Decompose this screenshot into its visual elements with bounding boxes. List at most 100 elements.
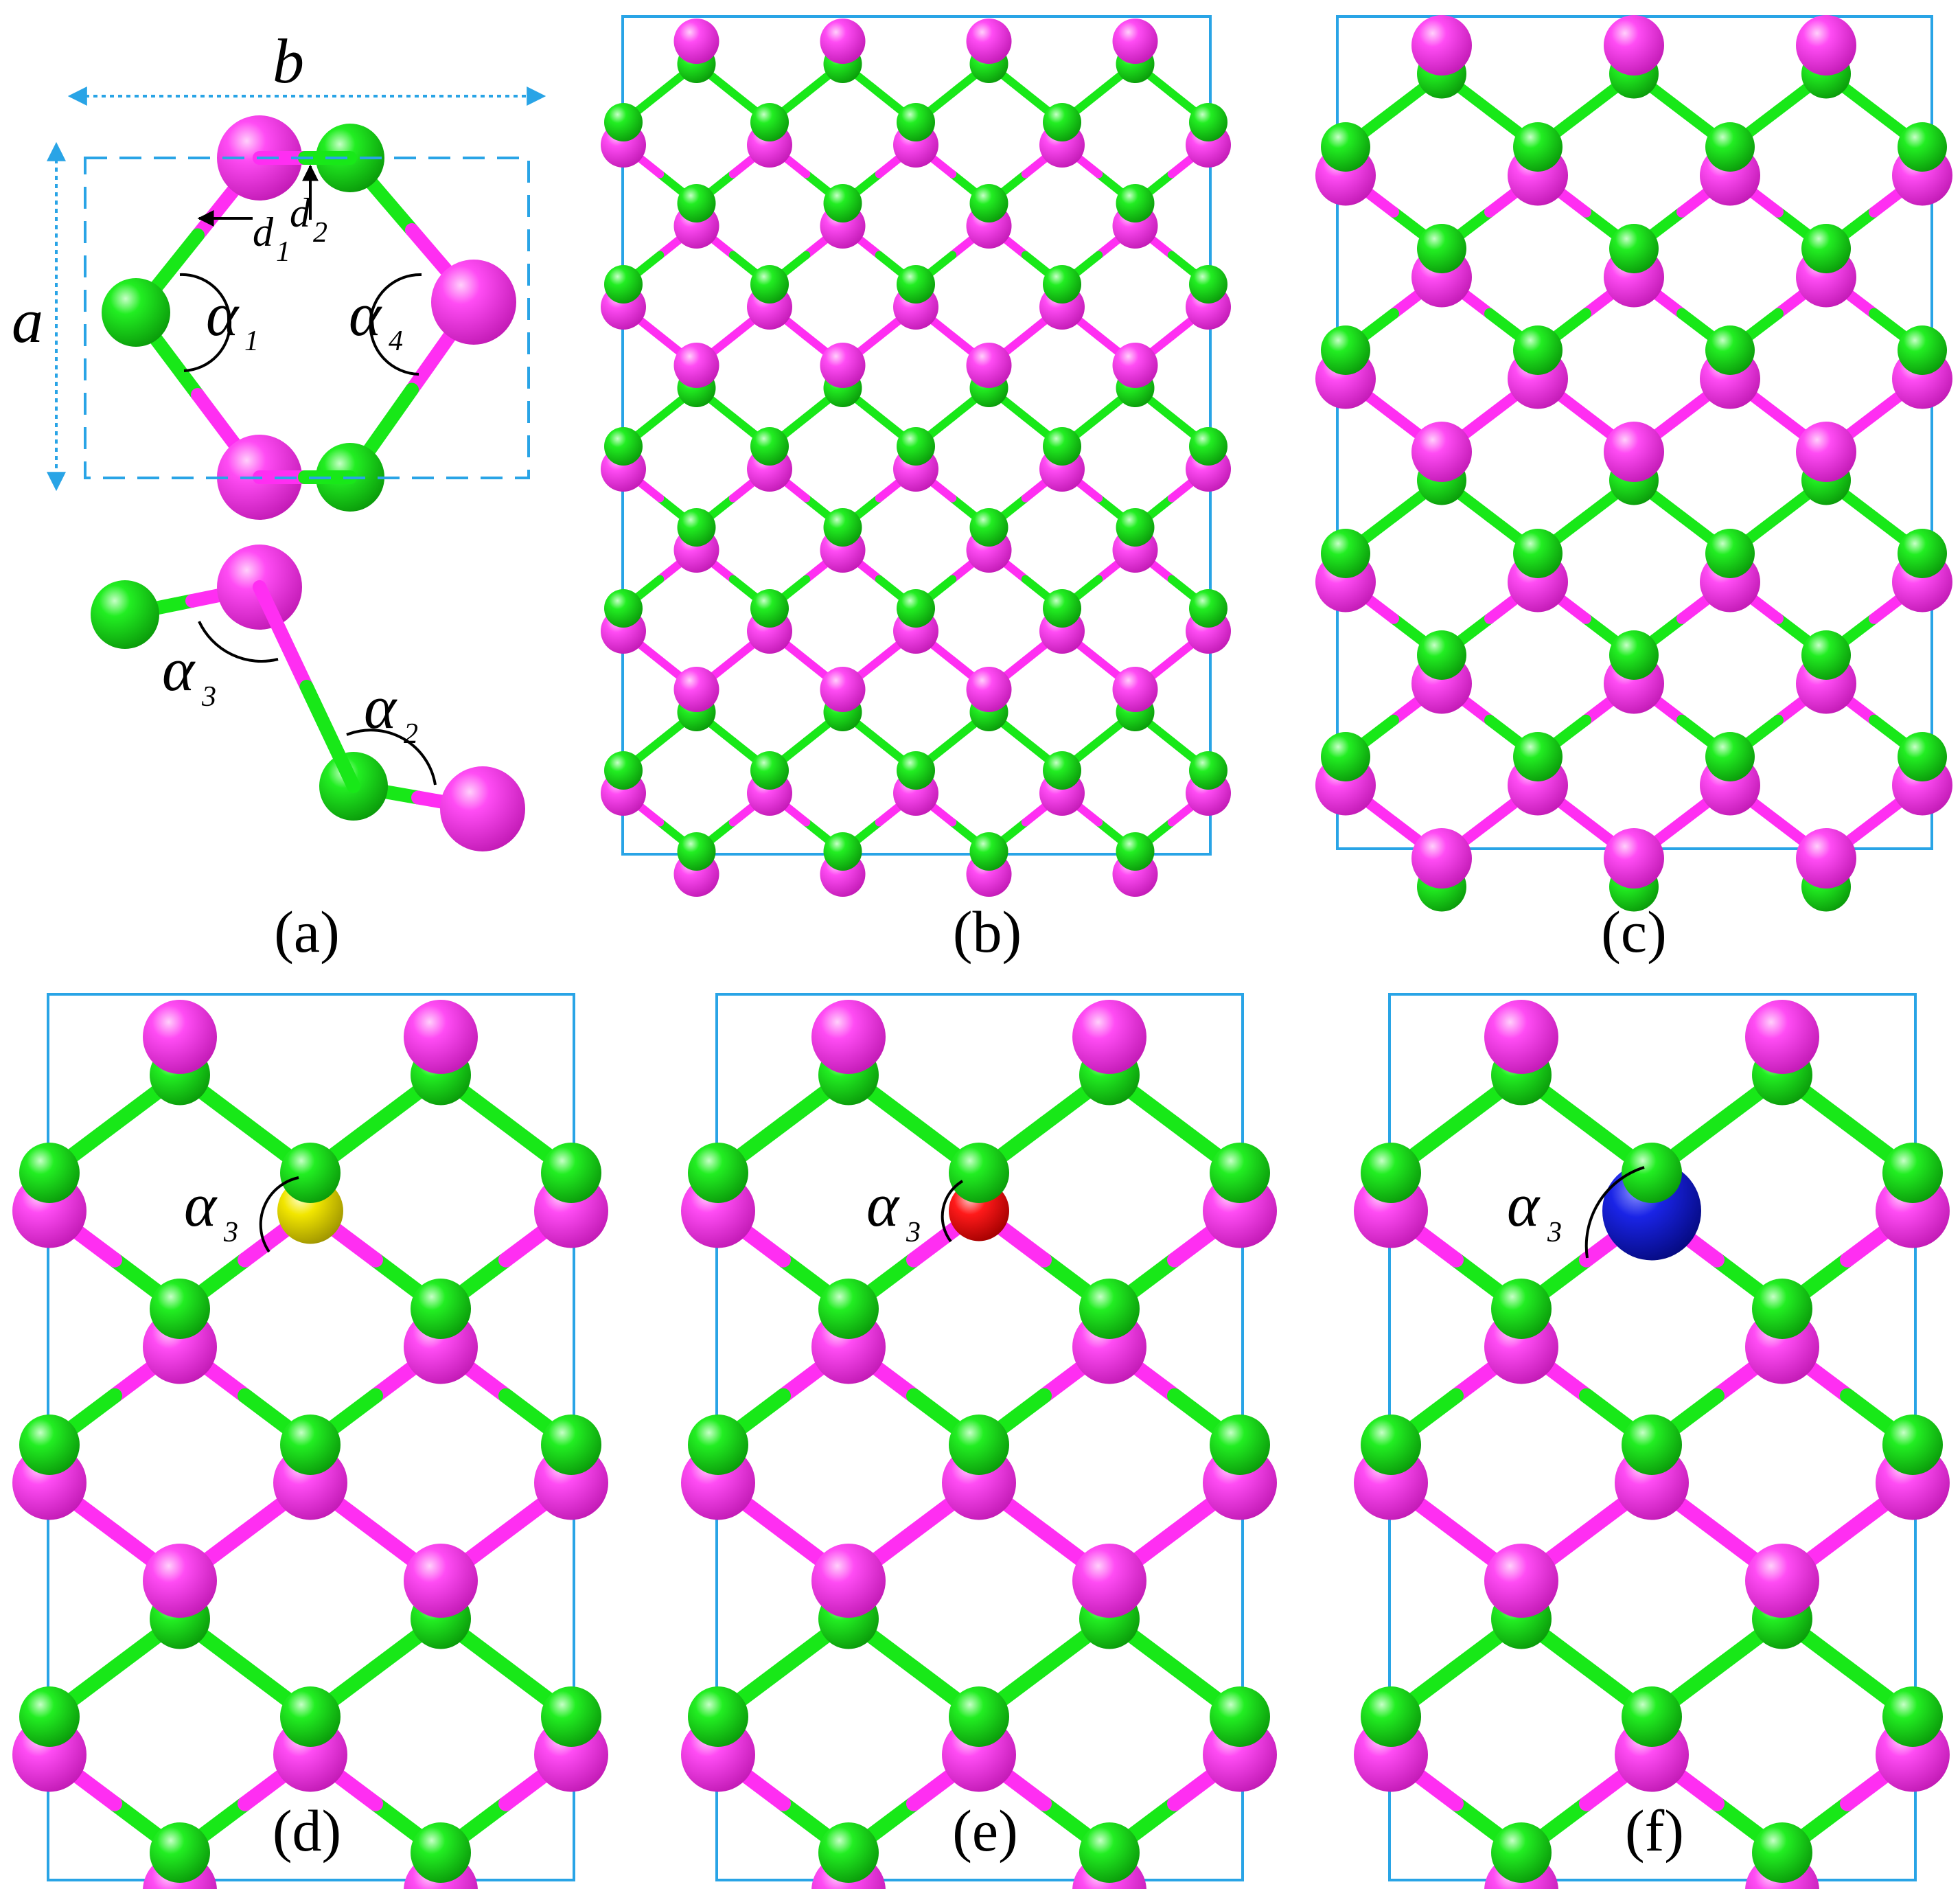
green-atom xyxy=(1210,1686,1270,1747)
magenta-atom xyxy=(143,1544,217,1618)
panel-label-b: (b) xyxy=(953,899,1022,965)
green-atom xyxy=(1043,103,1081,141)
alpha2-subscript: 2 xyxy=(404,718,418,750)
alpha3-label-d: α xyxy=(184,1171,218,1239)
green-atom xyxy=(1609,224,1659,273)
alpha3-subscript-e: 3 xyxy=(906,1217,921,1248)
green-atom xyxy=(949,1686,1009,1747)
annotations-def: α 3 α 3 α 3 xyxy=(184,1166,1645,1259)
green-atom xyxy=(1361,1143,1421,1203)
magenta-atom xyxy=(820,667,866,712)
annotations-a: b a d 1 d 2 α 1 α 4 α 3 α 2 xyxy=(12,26,546,786)
magenta-atom xyxy=(820,343,866,388)
green-atom xyxy=(19,1415,80,1475)
green-atom xyxy=(1210,1143,1270,1203)
green-atom xyxy=(823,184,862,222)
green-atom xyxy=(823,508,862,547)
green-atom xyxy=(1513,122,1563,172)
magenta-atom xyxy=(1796,15,1856,76)
alpha3-arc-a xyxy=(198,621,279,663)
panel-label-f: (f) xyxy=(1625,1798,1684,1864)
green-atom xyxy=(897,103,935,141)
magenta-atom xyxy=(1796,422,1856,482)
green-atom xyxy=(604,589,643,628)
green-atom xyxy=(677,184,716,222)
green-atom xyxy=(1189,265,1227,304)
magenta-atom xyxy=(1796,828,1856,889)
green-atom xyxy=(541,1415,601,1475)
unit-cell-box xyxy=(84,157,530,479)
green-atom xyxy=(604,103,643,141)
green-atom xyxy=(750,265,789,304)
green-atom xyxy=(688,1686,748,1747)
green-atom xyxy=(280,1686,341,1747)
panel-label-a: (a) xyxy=(274,899,339,965)
green-atom xyxy=(1321,325,1370,375)
green-atom xyxy=(750,589,789,628)
green-atom xyxy=(1079,1822,1140,1883)
green-atom xyxy=(1705,325,1755,375)
green-atom xyxy=(1116,832,1155,871)
panel-d-supercell xyxy=(12,993,608,1889)
alpha3-arc-f xyxy=(1584,1166,1645,1259)
green-atom xyxy=(949,1143,1009,1203)
green-atom xyxy=(1079,1279,1140,1339)
a-label: a xyxy=(12,286,43,356)
green-atom xyxy=(677,508,716,547)
magenta-atom xyxy=(1112,19,1158,64)
b-label: b xyxy=(273,26,304,96)
green-atom xyxy=(1189,103,1227,141)
green-atom xyxy=(1705,732,1755,781)
green-atom xyxy=(1361,1415,1421,1475)
green-atom xyxy=(1513,325,1563,375)
magenta-atom xyxy=(431,260,516,345)
green-atom xyxy=(1321,122,1370,172)
magenta-atom xyxy=(1604,15,1664,76)
green-atom xyxy=(280,1415,341,1475)
green-atom xyxy=(1491,1822,1552,1883)
green-atom xyxy=(1898,325,1947,375)
green-atom xyxy=(1189,427,1227,466)
magenta-atom xyxy=(673,667,719,712)
green-atom xyxy=(1321,529,1370,578)
green-atom xyxy=(541,1143,601,1203)
alpha3-subscript-f: 3 xyxy=(1547,1217,1562,1248)
green-atom xyxy=(1898,529,1947,578)
green-atom xyxy=(411,1822,471,1883)
green-atom xyxy=(818,1822,879,1883)
magenta-atom xyxy=(1411,15,1472,76)
green-atom xyxy=(1882,1415,1943,1475)
green-atom xyxy=(1882,1143,1943,1203)
magenta-atom xyxy=(440,766,525,851)
green-atom xyxy=(1321,732,1370,781)
d2-label: d xyxy=(290,190,311,236)
green-atom xyxy=(150,1822,210,1883)
magenta-atom xyxy=(1411,828,1472,889)
green-atom xyxy=(280,1143,341,1203)
panel-f-supercell xyxy=(1354,993,1950,1889)
green-atom xyxy=(1801,630,1851,680)
magenta-atom xyxy=(1604,422,1664,482)
alpha3-arc-e xyxy=(941,1180,964,1243)
magenta-atom xyxy=(966,343,1012,388)
green-atom xyxy=(1752,1279,1812,1339)
green-atom xyxy=(1189,751,1227,790)
bond-half xyxy=(299,680,360,793)
bond-half xyxy=(253,580,314,694)
green-atom xyxy=(1513,732,1563,781)
green-atom xyxy=(1898,122,1947,172)
green-atom xyxy=(949,1415,1009,1475)
alpha3-subscript-d: 3 xyxy=(223,1217,238,1248)
magenta-atom xyxy=(404,1000,478,1074)
magenta-atom xyxy=(1484,1000,1558,1074)
green-atom xyxy=(150,1279,210,1339)
d1-subscript: 1 xyxy=(276,236,290,268)
green-atom xyxy=(969,832,1008,871)
green-atom xyxy=(1705,529,1755,578)
green-atom xyxy=(19,1143,80,1203)
green-atom xyxy=(1189,589,1227,628)
green-atom xyxy=(604,751,643,790)
green-atom xyxy=(1043,751,1081,790)
green-atom xyxy=(677,832,716,871)
alpha4-label: α xyxy=(349,281,382,349)
